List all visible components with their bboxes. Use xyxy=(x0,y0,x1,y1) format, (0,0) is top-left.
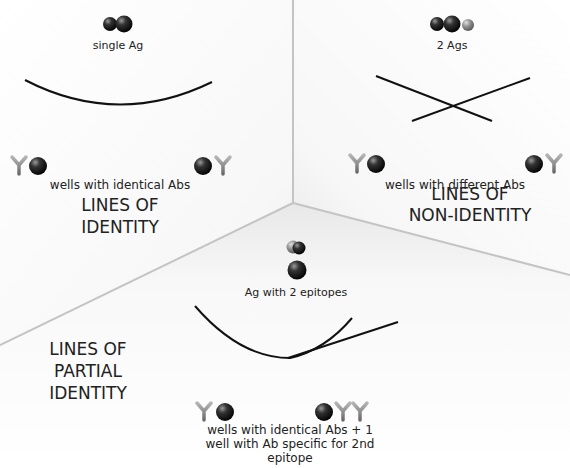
antibody-wells xyxy=(197,403,367,421)
antigen-label: single Ag xyxy=(58,39,178,52)
antigen-label: 2 Ags xyxy=(402,39,502,52)
antigen-spheres xyxy=(430,16,474,33)
precipitin-line xyxy=(195,306,398,358)
precipitin-line xyxy=(25,80,212,105)
antibody-wells xyxy=(12,157,230,175)
antibody-wells xyxy=(350,155,561,173)
antigen-label: Ag with 2 epitopes xyxy=(216,286,376,299)
panel-title: LINES OF NON-IDENTITY xyxy=(408,184,533,226)
well-label: wells with identical Abs + 1 well with A… xyxy=(204,423,376,465)
precipitin-line xyxy=(376,76,530,121)
panel-divider xyxy=(0,0,570,345)
antigen-spheres xyxy=(287,241,307,280)
panel-title: LINES OF PARTIAL IDENTITY xyxy=(26,338,151,404)
well-label: wells with identical Abs xyxy=(20,178,220,192)
panel-title: LINES OF IDENTITY xyxy=(58,194,183,238)
antigen-spheres xyxy=(103,16,133,33)
panel-ground xyxy=(0,203,570,468)
